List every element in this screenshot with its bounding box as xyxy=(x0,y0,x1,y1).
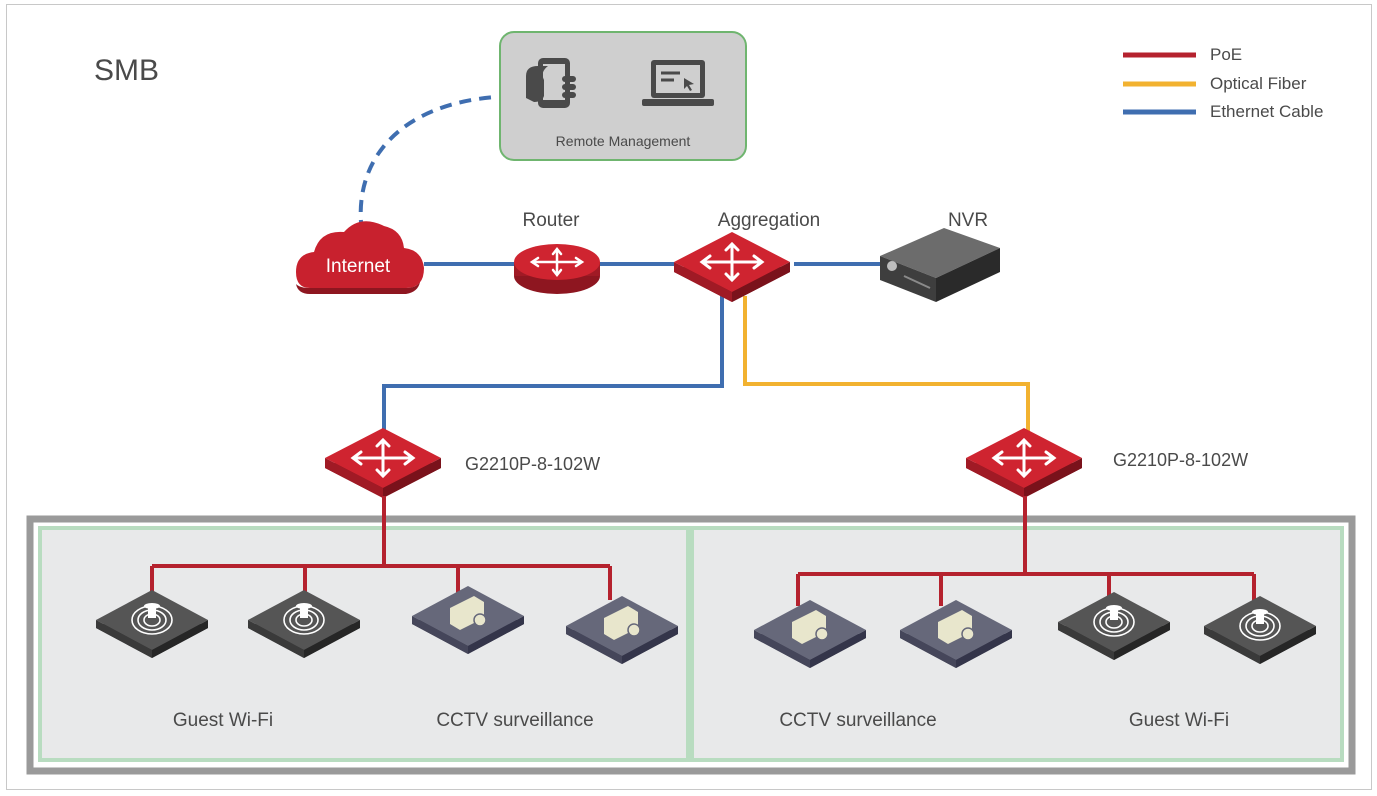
switch-right-node: G2210P-8-102W xyxy=(964,426,1248,500)
switch-icon xyxy=(672,230,792,304)
zone-left-label-a: Guest Wi-Fi xyxy=(173,710,273,731)
legend-poe-label: PoE xyxy=(1210,45,1242,64)
legend-ethernet-label: Ethernet Cable xyxy=(1210,102,1323,121)
nvr-icon xyxy=(880,228,1000,302)
poe-links xyxy=(150,496,1256,606)
zone-left-label-b: CCTV surveillance xyxy=(436,710,593,731)
switch-icon xyxy=(323,426,443,500)
router-label: Router xyxy=(522,210,580,231)
switch-right-label: G2210P-8-102W xyxy=(1113,450,1248,470)
remote-link xyxy=(358,95,497,233)
ethernet-links xyxy=(382,262,888,438)
laptop-icon xyxy=(642,60,714,106)
internet-node: Internet xyxy=(296,221,424,294)
nvr-node: NVR xyxy=(880,210,1000,302)
aggregation-label: Aggregation xyxy=(718,210,820,231)
zone-right-label-b: Guest Wi-Fi xyxy=(1129,710,1229,731)
fiber-link xyxy=(743,296,1030,434)
switch-left-node: G2210P-8-102W xyxy=(323,426,600,500)
legend: PoE Optical Fiber Ethernet Cable xyxy=(1123,45,1323,121)
cloud-icon xyxy=(296,221,424,288)
diagram-title: SMB xyxy=(94,54,159,87)
remote-management-label: Remote Management xyxy=(556,133,691,149)
legend-fiber-label: Optical Fiber xyxy=(1210,74,1307,93)
zone-right-label-a: CCTV surveillance xyxy=(779,710,936,731)
switch-left-label: G2210P-8-102W xyxy=(465,454,600,474)
aggregation-node: Aggregation xyxy=(672,210,820,304)
internet-label: Internet xyxy=(326,256,391,277)
switch-icon xyxy=(964,426,1084,500)
nvr-label: NVR xyxy=(948,210,988,231)
remote-management-box: Remote Management xyxy=(499,31,747,161)
phone-icon xyxy=(526,58,576,108)
diagram-frame xyxy=(6,4,1372,790)
router-node: Router xyxy=(514,210,600,294)
